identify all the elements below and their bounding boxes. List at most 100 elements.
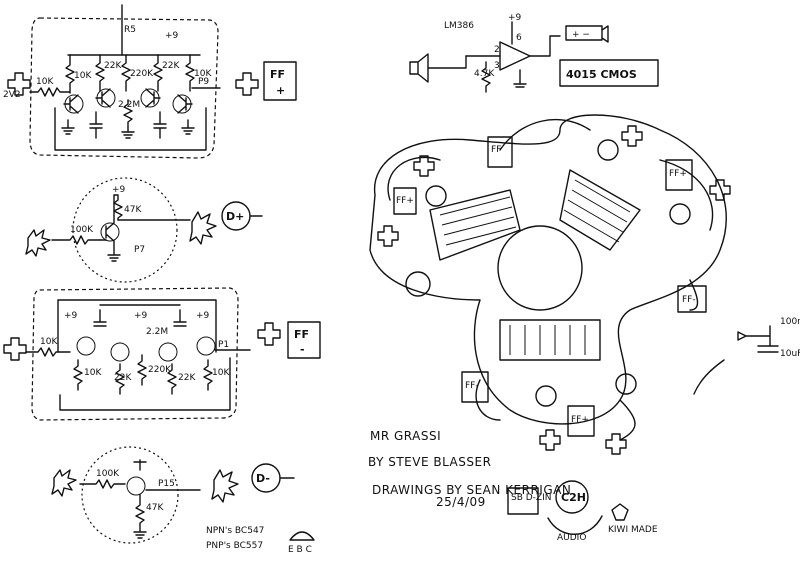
ff-box-bottom (567, 405, 595, 437)
npn-label: NPN's BC547 (206, 526, 264, 536)
input-resistor (29, 87, 71, 97)
date-label: 25/4/09 (436, 495, 486, 509)
amp-wires (465, 35, 561, 57)
v9-top-label: +9 (165, 31, 179, 41)
transistor-dplus-symbol (99, 222, 115, 242)
r220k-vert (121, 54, 131, 92)
diode-fragment (737, 325, 771, 347)
clover-wires (387, 118, 714, 441)
transistor-q1 (63, 94, 84, 114)
ff-box-right (665, 159, 693, 191)
cmos-chip (559, 59, 659, 87)
r100k-b-label: 100K (70, 225, 94, 235)
v9-c1-label: +9 (64, 311, 78, 321)
p7-label: P7 (134, 245, 145, 255)
flipflop-plus-block: 2V2 10K R5 +9 10K 22K 220K 22K 10K (3, 4, 297, 159)
d-plus-small-right (669, 203, 691, 225)
ff-plus-label: FF (270, 68, 285, 81)
ff-minus-sign: - (300, 343, 305, 356)
ground-b-icon (121, 127, 135, 139)
amp-ground-icon (513, 69, 527, 88)
transistors-minus (76, 336, 216, 362)
clover-outline (369, 114, 727, 425)
dplus-label: D+ (226, 210, 244, 223)
transistor-q4 (172, 94, 193, 114)
v9-amp-label: +9 (508, 13, 522, 23)
cap-10uf-label: 10uF (780, 349, 800, 359)
r100k-horiz (51, 235, 101, 245)
transistor-dminus (126, 476, 146, 496)
ff-box-right-text: FF+ (669, 169, 687, 179)
pin2-label: 2 (494, 45, 500, 55)
logo-left-label: SB D-ZIN (511, 493, 551, 503)
ff-box-right-low-text: FF- (682, 295, 696, 305)
clover-arm-a (429, 189, 521, 261)
ground-e-icon (133, 531, 147, 539)
ff-minus-text: FF (294, 328, 309, 341)
v9-b-label: +9 (112, 185, 126, 195)
pin3-label: 3 (494, 61, 500, 71)
dminus-leads (133, 459, 147, 532)
logo-mid-label: C2H (561, 491, 586, 504)
input-label: 2V2 (3, 90, 21, 100)
cap-c (93, 309, 107, 327)
r47k-vert (113, 195, 123, 221)
ff-box-bottom-text: FF+ (571, 415, 589, 425)
r22k-vert (95, 54, 105, 92)
r22k-c2-label: 22K (178, 373, 196, 383)
clover-center (497, 225, 583, 311)
p1-label: P1 (218, 340, 229, 350)
dminus-label: D- (256, 472, 270, 485)
ff-box-left-text: FF+ (396, 196, 414, 206)
logo-sb-box (507, 487, 539, 515)
logo-swoosh (547, 515, 603, 535)
r100k-d-label: 100K (96, 469, 120, 479)
cross-icons (377, 125, 731, 455)
r10k-c1-label: 10K (84, 368, 102, 378)
ff-box-top (487, 136, 513, 168)
cap-100nf-label: 100nF (780, 317, 800, 327)
r22k-vert-b (153, 54, 163, 92)
pnp-label: PNP's BC557 (206, 541, 263, 551)
transistor-dplus (100, 222, 120, 242)
kiwi-icon (611, 503, 629, 521)
dplus-driver-block: 100K +9 47K P7 D+ (25, 177, 263, 283)
drawings-label: DRAWINGS BY SEAN KERRIGAN (372, 483, 571, 497)
r5-label: R5 (124, 25, 136, 35)
r2m-c-label: 2.2M (146, 327, 168, 337)
battery-tip (601, 25, 609, 43)
r10k-b-label: 10K (74, 71, 92, 81)
output-cross-icon (235, 72, 259, 96)
ground-a-icon (61, 119, 75, 135)
burst-input-icon (25, 229, 51, 257)
input-cross-minus-icon (3, 337, 27, 361)
logo-mid-circle (555, 480, 589, 514)
d-minus-small (405, 271, 431, 297)
r100k-d (79, 479, 126, 489)
battery-icon (565, 25, 603, 41)
kiwi-label: KIWI MADE (608, 525, 658, 535)
v9-c3-label: +9 (196, 311, 210, 321)
r22k-c1-label: 22K (114, 373, 132, 383)
cap-d (173, 309, 187, 327)
r47k-b-label: 47K (124, 205, 142, 215)
cmos-label: 4015 CMOS (566, 68, 637, 81)
p15-label: P15 (158, 479, 175, 489)
clover-layout: FF FF+ FF+ FF- FF- FF+ 100nF 10uF (369, 114, 800, 455)
ground-d-icon (107, 240, 121, 262)
by-steve-label: BY STEVE BLASSER (368, 455, 491, 469)
r22k-a-label: 22K (104, 61, 122, 71)
flipflop-minus-border (31, 287, 239, 421)
cap-b (153, 111, 167, 139)
speaker-icon (409, 53, 429, 83)
r47k-amp-label: 4.7K (474, 69, 495, 79)
ff-box-left (393, 187, 417, 215)
clover-tracks (439, 179, 631, 355)
ff-box-bottom-left-text: FF- (465, 381, 479, 391)
burst-dplus-icon (189, 211, 217, 245)
ff-box-right-low (677, 285, 707, 313)
clover-arm-b (559, 169, 641, 251)
r10k-c-in-label: 10K (40, 337, 58, 347)
d-plus-small (425, 185, 447, 207)
r10k-vert-c (185, 54, 195, 92)
